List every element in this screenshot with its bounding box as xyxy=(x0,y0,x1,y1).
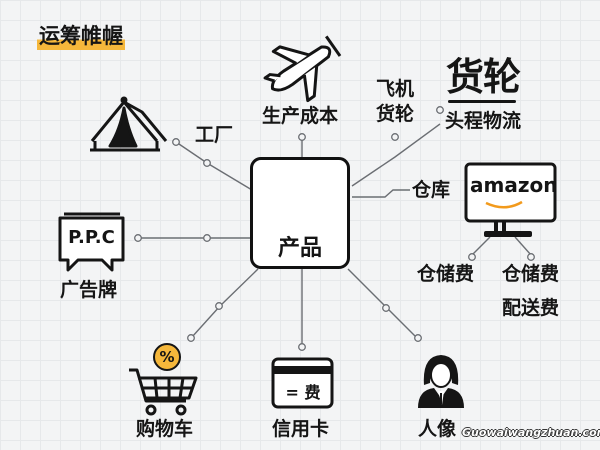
shopping-cart-label: 购物车 xyxy=(136,418,194,440)
node-dot xyxy=(414,334,422,342)
node-dot xyxy=(436,106,444,114)
monitor-icon xyxy=(464,162,557,237)
watermark: Guowaiwangzhuan.com xyxy=(462,426,600,439)
heading-underline xyxy=(448,100,516,103)
speech-bubble-icon xyxy=(58,212,125,272)
discount-badge-text: % xyxy=(159,348,175,366)
node-dot xyxy=(298,133,306,141)
node-dot xyxy=(187,334,195,342)
node-dot xyxy=(172,138,180,146)
node-dot xyxy=(468,253,476,261)
node-dot xyxy=(203,159,211,167)
shopping-cart-icon xyxy=(129,343,198,416)
cargo-ship-heading: 货轮 xyxy=(446,55,521,99)
product-node: 产品 xyxy=(250,157,350,269)
production-cost-label: 生产成本 xyxy=(262,105,339,127)
discount-badge-icon xyxy=(153,343,181,371)
node-dot xyxy=(527,253,535,261)
connector-fee-right xyxy=(514,236,532,256)
node-dot xyxy=(134,234,142,242)
airplane-icon xyxy=(263,35,342,103)
credit-card-label: 信用卡 xyxy=(272,418,330,440)
amazon-logo: amazon xyxy=(470,173,558,197)
amazon-smile-icon xyxy=(485,200,523,209)
node-dot xyxy=(203,234,211,242)
transport-label-plane: 飞机 xyxy=(376,78,415,100)
connector-factory xyxy=(175,141,253,191)
person-icon xyxy=(418,355,464,408)
card-fee-text: = 费 xyxy=(285,383,321,402)
node-dot xyxy=(215,302,223,310)
first-leg-logistics-label: 头程物流 xyxy=(445,110,522,132)
ppc-sign-text: P.P.C xyxy=(68,227,115,248)
delivery-fee-label: 配送费 xyxy=(502,297,560,319)
storage-fee-label-2: 仓储费 xyxy=(502,263,560,285)
factory-label: 工厂 xyxy=(195,124,234,146)
node-dot xyxy=(382,304,390,312)
storage-fee-label: 仓储费 xyxy=(417,263,475,285)
connector-cart xyxy=(191,268,259,338)
connector-warehouse xyxy=(352,189,410,198)
tent-icon xyxy=(90,96,168,152)
connector-fee-left xyxy=(471,236,491,256)
node-dot xyxy=(391,133,399,141)
portrait-label: 人像 xyxy=(418,418,457,440)
transport-label-ship: 货轮 xyxy=(376,103,415,125)
warehouse-label: 仓库 xyxy=(412,179,451,201)
product-label: 产品 xyxy=(277,236,322,261)
node-dot xyxy=(298,343,306,351)
billboard-label: 广告牌 xyxy=(60,279,118,301)
page-title: 运筹帷幄 xyxy=(37,22,125,50)
credit-card-icon xyxy=(271,357,334,409)
connector-person xyxy=(347,268,417,338)
connector-first-leg xyxy=(351,123,441,187)
